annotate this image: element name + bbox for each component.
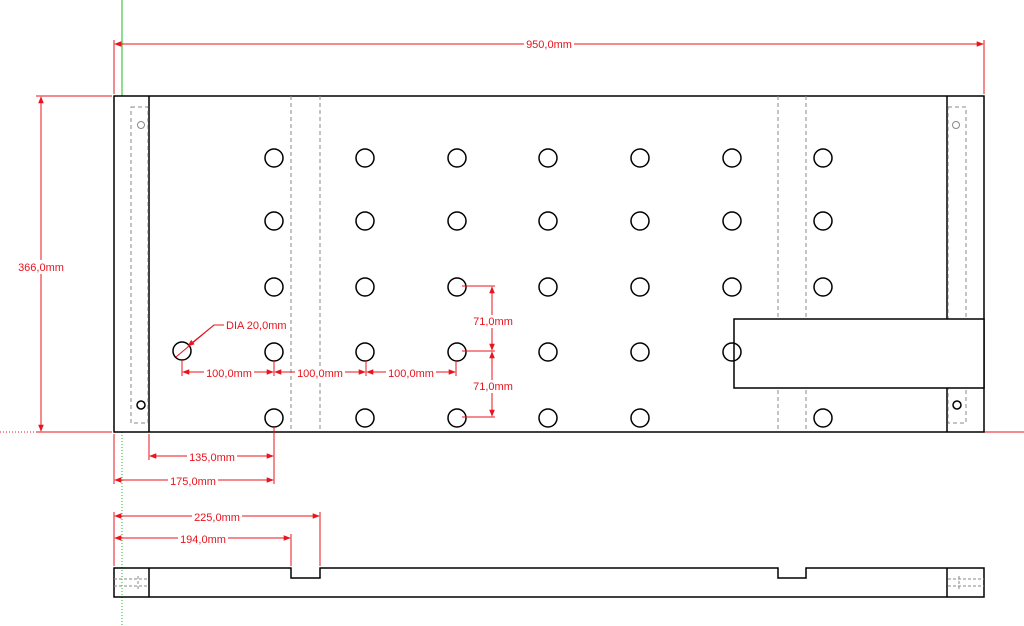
side-view	[113, 567, 985, 598]
label-side-outer: 225,0mm	[194, 512, 240, 524]
hole	[630, 408, 650, 428]
hole	[355, 211, 375, 231]
hole	[355, 148, 375, 168]
hole	[264, 277, 284, 297]
plate-outline	[113, 95, 985, 433]
hole	[630, 277, 650, 297]
hole	[264, 211, 284, 231]
hole	[447, 408, 467, 428]
plan-view	[113, 95, 985, 433]
hole	[813, 408, 833, 428]
hole	[630, 211, 650, 231]
dimension-labels: 950,0mm 366,0mm DIA 20,0mm 100,0mm 100,0…	[16, 38, 574, 546]
label-overall-height: 366,0mm	[18, 262, 64, 274]
label-spacing-b: 100,0mm	[297, 368, 343, 380]
hole	[538, 408, 558, 428]
hole	[630, 342, 650, 362]
hole	[264, 342, 284, 362]
label-offset-inner: 135,0mm	[189, 452, 235, 464]
hole	[630, 148, 650, 168]
small-hole	[952, 400, 962, 410]
hole	[447, 211, 467, 231]
hole	[355, 277, 375, 297]
left-hidden-slot	[130, 106, 149, 424]
small-hole	[136, 400, 146, 410]
right-hidden-slot	[947, 106, 967, 424]
hole	[355, 408, 375, 428]
hole	[722, 342, 742, 362]
hole	[538, 211, 558, 231]
hole	[813, 211, 833, 231]
label-vertical-lower: 71,0mm	[473, 381, 513, 393]
label-spacing-c: 100,0mm	[388, 368, 434, 380]
label-offset-outer: 175,0mm	[170, 476, 216, 488]
hole	[813, 277, 833, 297]
hole	[447, 277, 467, 297]
hole-grid	[264, 148, 833, 428]
hole	[264, 148, 284, 168]
reference-hole	[172, 341, 192, 361]
side-profile-outline	[113, 567, 985, 598]
dimensions	[36, 40, 985, 566]
hole	[722, 277, 742, 297]
label-side-inner: 194,0mm	[180, 534, 226, 546]
label-overall-width: 950,0mm	[526, 39, 572, 51]
small-hole-light	[952, 121, 960, 129]
label-vertical-upper: 71,0mm	[473, 316, 513, 328]
hole	[447, 342, 467, 362]
hole	[355, 342, 375, 362]
diameter-arrow	[187, 324, 215, 347]
cutout-rectangle	[733, 318, 985, 389]
hole	[722, 148, 742, 168]
hole	[447, 148, 467, 168]
small-hole-light	[137, 121, 145, 129]
hole	[722, 211, 742, 231]
hole	[538, 277, 558, 297]
label-hole-diameter: DIA 20,0mm	[226, 320, 287, 332]
hole	[813, 148, 833, 168]
hole	[538, 342, 558, 362]
hole	[264, 408, 284, 428]
label-spacing-a: 100,0mm	[206, 368, 252, 380]
hole	[538, 148, 558, 168]
diameter-leader	[175, 324, 226, 358]
